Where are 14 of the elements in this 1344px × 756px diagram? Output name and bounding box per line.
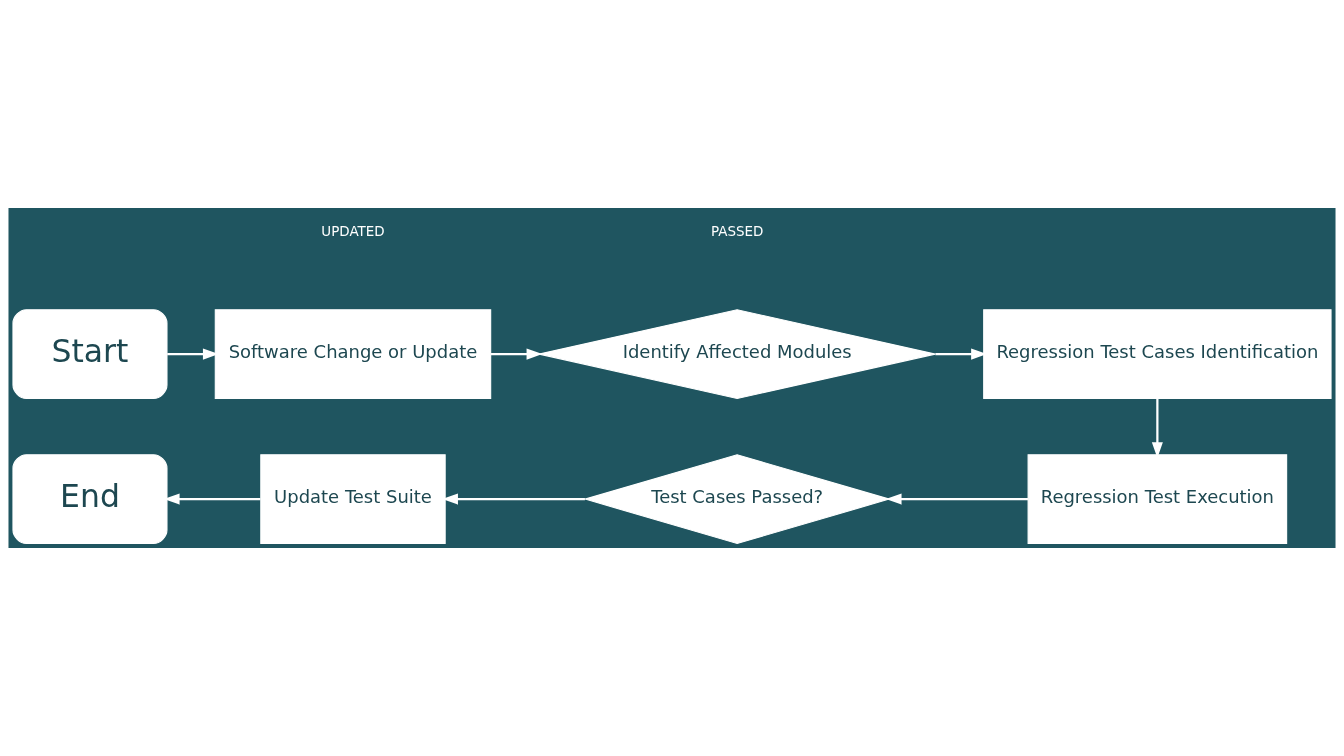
arrow [935,348,987,360]
node-box: Update Test Suite [260,454,446,545]
arrow [885,493,1028,505]
node-box: Software Change or Update [214,309,492,400]
node-diamond: Identify Affected Modules [538,309,936,400]
node-box: Start [12,309,168,400]
arrow [442,493,585,505]
node-box: Regression Test Execution [1027,454,1288,545]
arrow [490,348,543,360]
label: UPDATED [321,223,385,240]
arrow [167,348,219,360]
node-box: End [12,454,168,545]
label: PASSED [710,223,764,240]
node-box: Regression Test Cases Identification [983,309,1332,400]
